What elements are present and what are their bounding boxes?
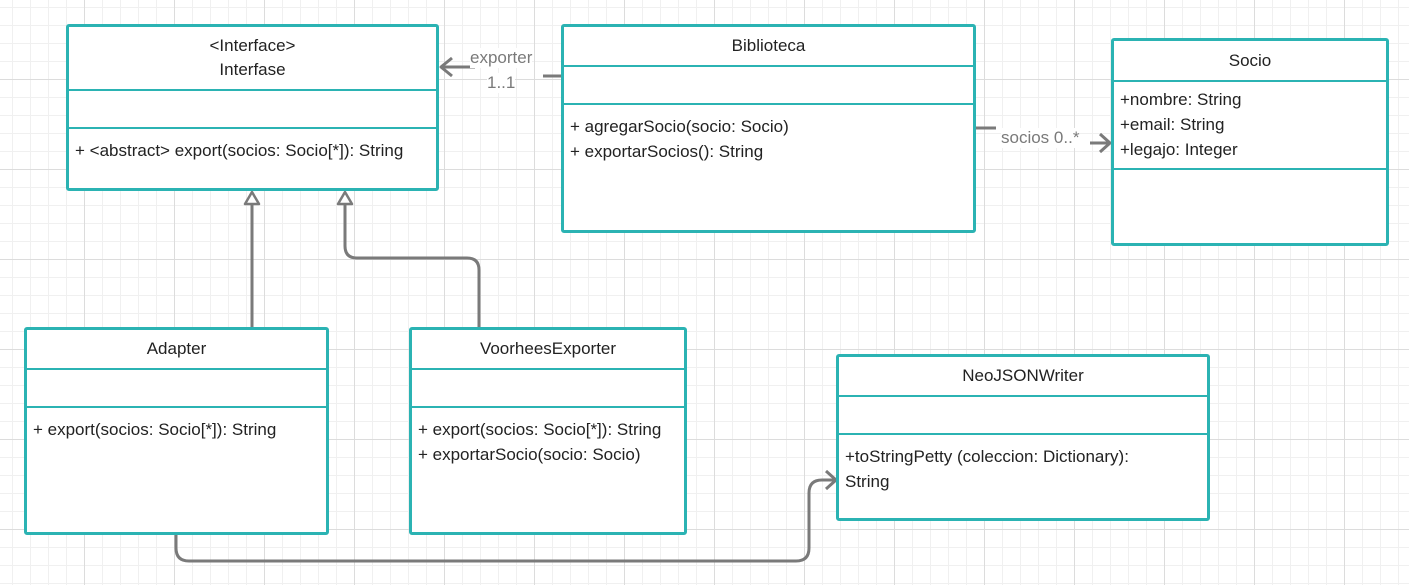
class-adapter[interactable]: Adapter + export(socios: Socio[*]): Stri… — [24, 327, 329, 535]
attributes-compartment — [564, 67, 973, 105]
hollow-triangle-icon — [243, 190, 261, 206]
association-biblioteca-interfase[interactable] — [441, 65, 562, 78]
attributes-compartment: +nombre: String +email: String +legajo: … — [1114, 82, 1386, 170]
attribute-item: +nombre: String — [1120, 90, 1242, 109]
realization-voorhees-interfase[interactable] — [343, 203, 481, 327]
association-biblioteca-socio[interactable] — [975, 126, 1110, 145]
methods-compartment: +toStringPetty (coleccion: Dictionary): … — [839, 435, 1207, 494]
class-name: Adapter — [146, 339, 207, 358]
class-name: NeoJSONWriter — [962, 366, 1084, 385]
methods-compartment: + <abstract> export(socios: Socio[*]): S… — [69, 129, 436, 163]
class-name: Socio — [1228, 50, 1272, 70]
open-arrowhead-icon — [439, 56, 453, 78]
methods-compartment: + export(socios: Socio[*]): String — [27, 408, 326, 442]
association-adapter-neojsonwriter[interactable] — [174, 478, 836, 563]
attributes-compartment — [412, 370, 684, 408]
attribute-item: +legajo: Integer — [1120, 140, 1238, 159]
open-arrowhead-icon — [1098, 132, 1112, 154]
class-name: VoorheesExporter — [479, 339, 617, 358]
role-label-socios: socios 0..* — [1001, 128, 1080, 148]
method-item: +toStringPetty (coleccion: Dictionary): … — [845, 447, 1129, 491]
method-item: + export(socios: Socio[*]): String — [33, 420, 277, 439]
role-label-exporter: exporter — [470, 48, 533, 68]
class-header: NeoJSONWriter — [839, 357, 1207, 397]
attributes-compartment — [839, 397, 1207, 435]
class-neo-json-writer[interactable]: NeoJSONWriter +toStringPetty (coleccion:… — [836, 354, 1210, 521]
class-header: <Interface> Interfase — [69, 27, 436, 91]
methods-compartment: + agregarSocio(socio: Socio) + exportarS… — [564, 105, 973, 164]
method-item: + exportarSocios(): String — [570, 142, 764, 161]
class-name: Interfase — [219, 60, 286, 79]
attributes-compartment — [27, 370, 326, 408]
class-header: VoorheesExporter — [412, 330, 684, 370]
methods-compartment: + export(socios: Socio[*]): String + exp… — [412, 408, 684, 467]
stereotype-label: <Interface> — [209, 36, 296, 55]
class-voorhees-exporter[interactable]: VoorheesExporter + export(socios: Socio[… — [409, 327, 687, 535]
class-interfase[interactable]: <Interface> Interfase + <abstract> expor… — [66, 24, 439, 191]
class-header: Socio — [1114, 41, 1386, 82]
method-item: + exportarSocio(socio: Socio) — [418, 445, 641, 464]
class-header: Adapter — [27, 330, 326, 370]
method-item: + agregarSocio(socio: Socio) — [570, 117, 789, 136]
attribute-item: +email: String — [1120, 115, 1225, 134]
attributes-compartment — [69, 91, 436, 129]
class-name: Biblioteca — [731, 36, 806, 55]
hollow-triangle-icon — [336, 190, 354, 206]
class-biblioteca[interactable]: Biblioteca + agregarSocio(socio: Socio) … — [561, 24, 976, 233]
multiplicity-label-exporter: 1..1 — [487, 73, 516, 93]
class-header: Biblioteca — [564, 27, 973, 67]
method-item: + export(socios: Socio[*]): String — [418, 420, 662, 439]
methods-compartment — [1114, 170, 1386, 179]
class-socio[interactable]: Socio +nombre: String +email: String +le… — [1111, 38, 1389, 246]
method-item: + <abstract> export(socios: Socio[*]): S… — [75, 141, 404, 160]
